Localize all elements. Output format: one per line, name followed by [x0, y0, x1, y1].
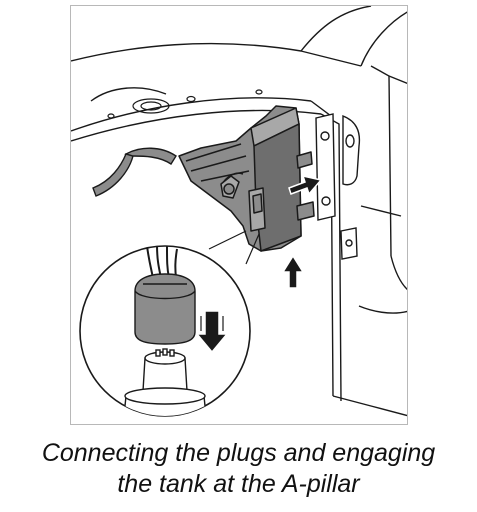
- caption-line-1: Connecting the plugs and engaging: [41, 439, 436, 467]
- panel-details: [107, 89, 263, 119]
- magnifier-callout: [79, 245, 251, 417]
- arrow-up-icon: [281, 254, 305, 289]
- illustration-frame: [70, 5, 408, 425]
- body-panel-lines: [71, 6, 407, 417]
- arrow-down-icon: [195, 310, 229, 354]
- technical-illustration: [71, 6, 407, 417]
- arrow-right-icon: [288, 174, 323, 196]
- washer-fluid-tank: [178, 105, 315, 252]
- a-pillar-bracket: [315, 113, 361, 260]
- figure-caption: Connecting the plugs and engaging the ta…: [0, 438, 477, 500]
- hose: [92, 147, 177, 197]
- callout-leader: [208, 230, 260, 265]
- caption-line-2: the tank at the A-pillar: [117, 470, 360, 498]
